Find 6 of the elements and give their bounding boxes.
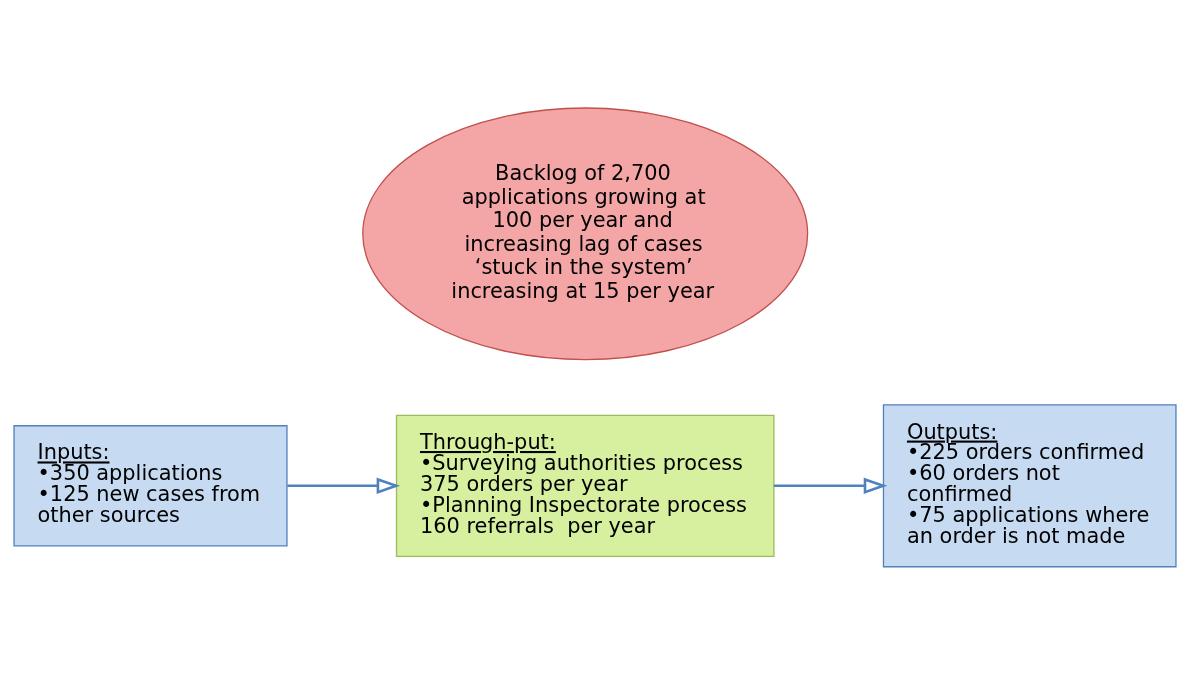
node-box: Outputs: •225 orders confirmed •60 orders not confirmed •75 applications where an order is not made: [882, 404, 1177, 568]
arrow: [773, 477, 888, 495]
arrow: [287, 477, 401, 495]
node-box: Through-put: •Surveying authorities process 375 orders per year •Planning Inspectorate process 160 referrals per year: [395, 414, 775, 557]
node-box: Inputs: •350 applications •125 new cases from other sources: [13, 425, 288, 547]
node-ellipse: Backlog of 2,700 applications growing at 100 per year and increasing lag of cases ‘stuck in the system’ increasing at 15 per year: [362, 107, 809, 361]
